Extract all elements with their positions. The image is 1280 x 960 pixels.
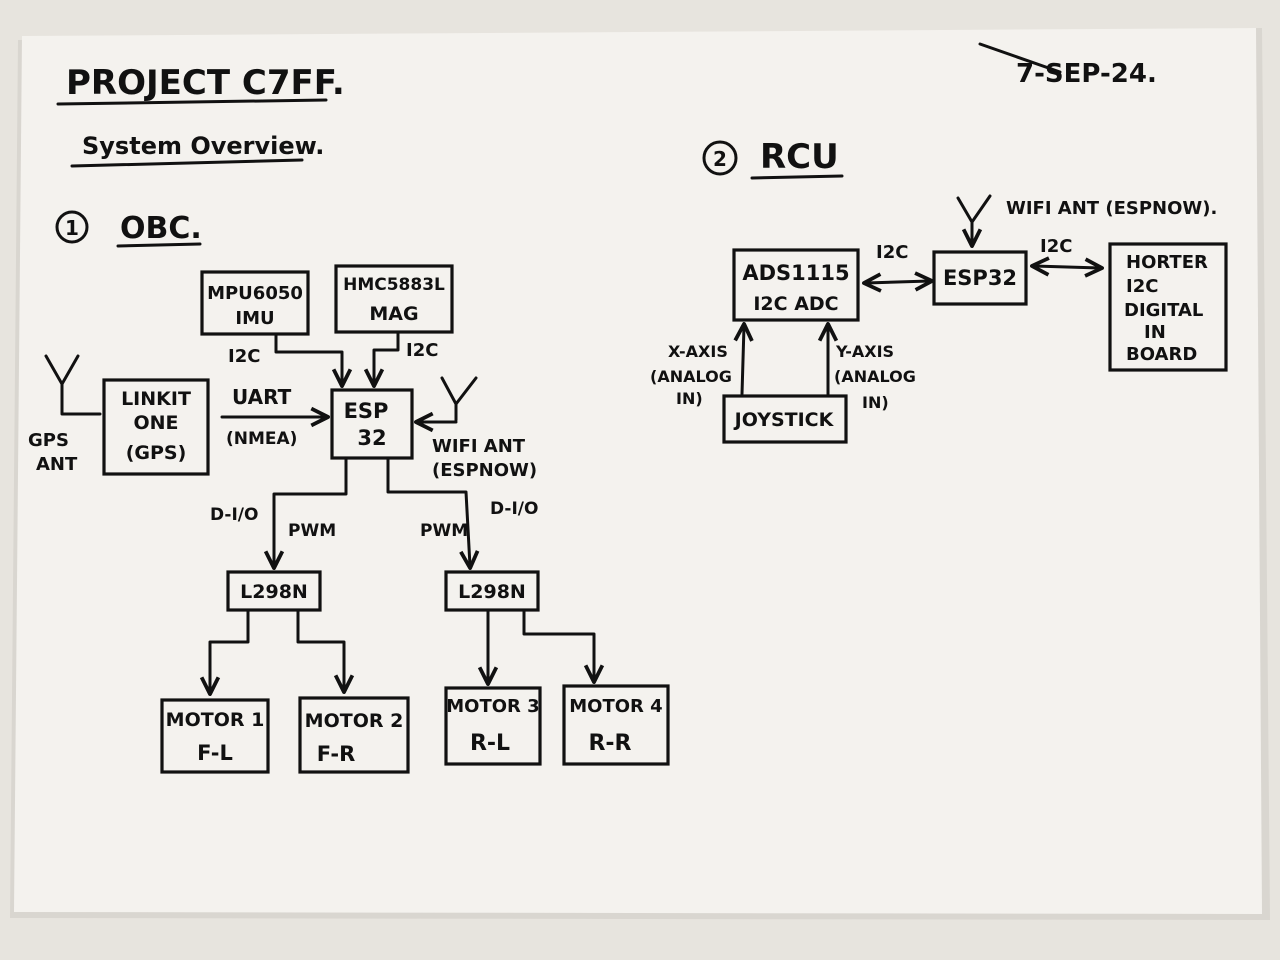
motor1-name: MOTOR 1 — [166, 709, 265, 731]
dio-right-label: D-I/O — [490, 499, 538, 519]
left-l298n-block — [226, 570, 322, 612]
obc-underline — [116, 242, 202, 248]
gps-block — [102, 378, 210, 476]
gps-antenna-icon — [44, 354, 102, 416]
motor2-name: MOTOR 2 — [305, 710, 404, 732]
nmea-label: (NMEA) — [226, 429, 297, 449]
motor3-name: MOTOR 3 — [446, 696, 539, 717]
motor1-block — [160, 698, 270, 774]
joystick-label: JOYSTICK — [733, 409, 835, 431]
gps-ant-label-2: ANT — [36, 454, 78, 475]
horter-bus-label: I2C — [1040, 236, 1072, 257]
motor2-block — [298, 696, 410, 774]
motor4-block — [562, 684, 670, 766]
paper-sheet — [14, 28, 1262, 914]
horter-line-5: BOARD — [1126, 344, 1197, 365]
x-axis-arrow — [733, 322, 754, 396]
gps-line-2: ONE — [133, 412, 178, 434]
pwm-right-label: PWM — [420, 521, 468, 541]
x-axis-label-2: (ANALOG — [650, 367, 732, 386]
adc-esp32-link — [862, 271, 934, 293]
obc-number: 1 — [65, 216, 79, 240]
mag-name: HMC5883L — [343, 275, 445, 295]
uart-label: UART — [232, 385, 292, 409]
rcu-wifi-antenna-icon — [958, 194, 990, 244]
dio-left-label: D-I/O — [210, 505, 258, 525]
joystick-block — [722, 394, 848, 444]
obc-wifi-antenna-icon — [440, 376, 478, 422]
obc-esp32-line-1: ESP — [344, 399, 389, 423]
obc-esp32-block — [330, 388, 414, 460]
imu-bus-label: I2C — [228, 346, 260, 367]
obc-wifi-label-1: WIFI ANT — [432, 436, 526, 457]
motor2-position: F-R — [317, 742, 356, 766]
project-title: PROJECT C7FF. — [66, 63, 345, 103]
pwm-left-label: PWM — [288, 521, 336, 541]
section-underline — [70, 158, 304, 168]
obc-number-circle — [55, 210, 89, 244]
ads1115-name: ADS1115 — [742, 261, 849, 285]
motor4-name: MOTOR 4 — [569, 696, 662, 717]
mag-bus-label: I2C — [406, 340, 438, 361]
section-title: System Overview. — [82, 132, 324, 160]
imu-block — [200, 270, 310, 336]
gps-ant-label-1: GPS — [28, 430, 69, 451]
imu-name: MPU6050 — [207, 283, 303, 304]
horter-block — [1108, 242, 1228, 372]
right-driver-to-motor4-line — [522, 608, 605, 684]
title-underline — [56, 98, 328, 106]
horter-line-1: HORTER — [1126, 252, 1208, 273]
y-axis-label-1: Y-AXIS — [835, 342, 894, 361]
mag-type: MAG — [369, 303, 418, 325]
rcu-wifi-label: WIFI ANT (ESPNOW). — [1006, 198, 1217, 219]
right-l298n-label: L298N — [458, 581, 526, 603]
obc-wifi-label-2: (ESPNOW) — [432, 460, 537, 481]
y-axis-label-2: (ANALOG — [834, 367, 916, 386]
ads1115-block — [732, 248, 860, 322]
rcu-esp32-block — [932, 250, 1028, 306]
right-l298n-block — [444, 570, 540, 612]
imu-to-esp-line — [274, 332, 353, 388]
date-strike — [978, 42, 1062, 74]
gps-line-1: LINKIT — [121, 388, 191, 410]
y-axis-label-3: IN) — [862, 393, 889, 412]
esp-to-right-driver-line — [386, 456, 480, 570]
mag-to-esp-line — [363, 330, 400, 388]
left-driver-to-motor1-line — [199, 608, 250, 696]
esp-to-left-driver-line — [263, 456, 348, 570]
rcu-number: 2 — [713, 147, 727, 171]
obc-heading: OBC. — [120, 211, 202, 246]
x-axis-label-3: IN) — [676, 389, 703, 408]
ads1115-type: I2C ADC — [753, 293, 838, 315]
esp32-horter-link — [1030, 256, 1104, 278]
adc-bus-label: I2C — [876, 242, 908, 263]
motor3-position: R-L — [470, 731, 510, 756]
left-l298n-label: L298N — [240, 581, 308, 603]
rcu-heading: RCU — [760, 137, 839, 177]
gps-line-3: (GPS) — [126, 442, 187, 464]
obc-esp32-line-2: 32 — [357, 426, 386, 450]
horter-line-3: DIGITAL — [1124, 300, 1203, 321]
x-axis-label-1: X-AXIS — [668, 342, 728, 361]
imu-type: IMU — [235, 308, 274, 329]
motor3-block — [444, 686, 542, 766]
horter-line-4: IN — [1144, 322, 1166, 343]
rcu-underline — [750, 174, 844, 180]
rcu-number-circle — [702, 140, 738, 176]
motor4-position: R-R — [588, 731, 631, 756]
rcu-esp32-label: ESP32 — [943, 266, 1017, 290]
horter-line-2: I2C — [1126, 276, 1158, 297]
mag-block — [334, 264, 454, 334]
motor1-position: F-L — [197, 741, 233, 765]
left-driver-to-motor2-line — [296, 608, 355, 694]
